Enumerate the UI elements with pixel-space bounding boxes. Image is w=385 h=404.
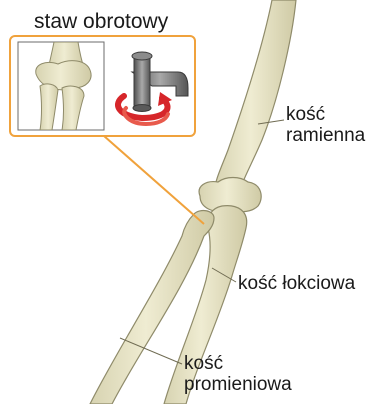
- diagram-title: staw obrotowy: [34, 10, 168, 34]
- callout-connector: [104, 136, 204, 224]
- label-radius-line1: kość: [184, 353, 292, 374]
- label-radius-line2: promieniowa: [184, 374, 292, 395]
- label-humerus-line2: ramienna: [286, 125, 365, 146]
- label-radius: kość promieniowa: [184, 353, 292, 395]
- label-humerus: kość ramienna: [286, 104, 365, 146]
- label-humerus-line1: kość: [286, 104, 365, 125]
- label-ulna: kość łokciowa: [238, 273, 355, 294]
- callout: [10, 36, 204, 224]
- humerus-bone: [199, 0, 296, 212]
